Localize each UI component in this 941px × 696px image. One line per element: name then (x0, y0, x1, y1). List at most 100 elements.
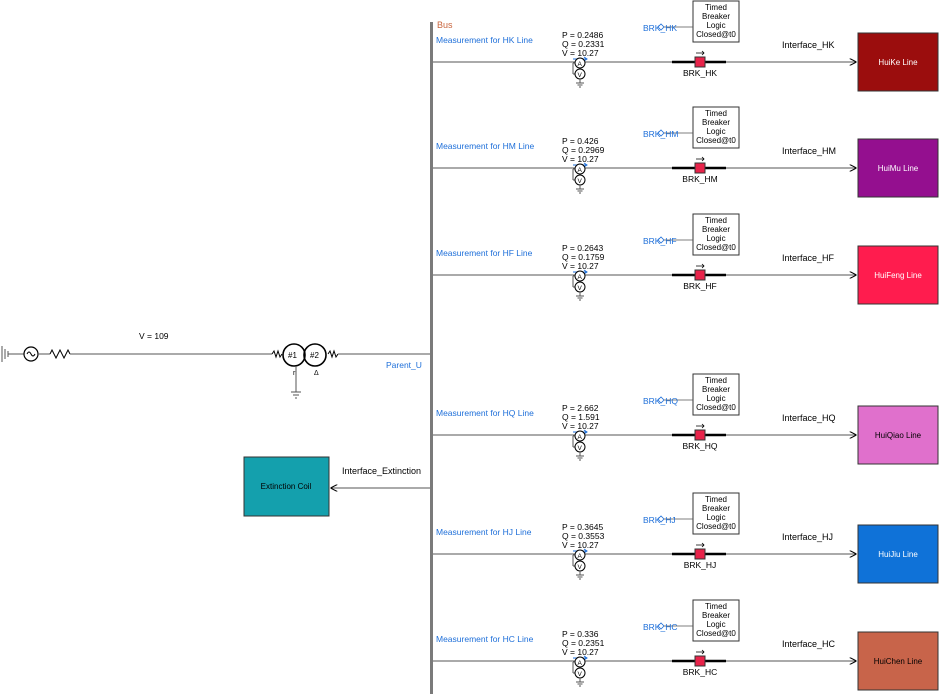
load-name: HuiJiu Line (878, 550, 918, 559)
logic-block-text: Closed@t0 (696, 629, 736, 638)
breaker-signal-label: BRK_HC (643, 622, 677, 632)
logic-block-text: Logic (706, 513, 725, 522)
p-readout: P = 2.662 (562, 403, 599, 413)
load-block[interactable] (857, 245, 939, 305)
p-readout: P = 0.3645 (562, 522, 603, 532)
measurement-label: Measurement for HQ Line (436, 408, 534, 418)
interface-label: Interface_HK (782, 40, 835, 50)
logic-block-text: Closed@t0 (696, 30, 736, 39)
q-readout: Q = 0.3553 (562, 531, 605, 541)
breaker-signal-label: BRK_HJ (643, 515, 676, 525)
breaker-icon[interactable] (694, 655, 706, 667)
breaker-control-arrow (696, 50, 705, 56)
timed-breaker-logic-block[interactable] (692, 492, 740, 535)
voltmeter-label: V (578, 178, 583, 185)
transformer-icon[interactable]: #1 #2 r Δ (271, 343, 339, 399)
breaker-name: BRK_HC (683, 667, 717, 677)
breaker-control-arrow (696, 263, 705, 269)
ammeter-label: A (578, 274, 583, 281)
interface-label: Interface_HF (782, 253, 835, 263)
breaker-control-arrow (696, 423, 705, 429)
v-readout: V = 10.27 (562, 647, 599, 657)
voltmeter-label: V (578, 445, 583, 452)
load-name: HuiQiao Line (875, 431, 922, 440)
load-block[interactable] (857, 32, 939, 92)
timed-breaker-logic-block[interactable] (692, 213, 740, 256)
logic-block-text: Logic (706, 127, 725, 136)
logic-block-text: Closed@t0 (696, 243, 736, 252)
breaker-name: BRK_HQ (683, 441, 718, 451)
transformer-w1-connection: r (293, 370, 296, 377)
v-readout: V = 10.27 (562, 261, 599, 271)
load-name: HuiFeng Line (874, 271, 922, 280)
load-block[interactable] (857, 524, 939, 584)
breaker-icon[interactable] (694, 269, 706, 281)
timed-breaker-logic-block[interactable] (692, 599, 740, 642)
transformer-winding-2: #2 (310, 351, 319, 360)
logic-block-text: Closed@t0 (696, 136, 736, 145)
ammeter-label: A (578, 660, 583, 667)
breaker-name: BRK_HK (683, 68, 717, 78)
p-readout: P = 0.336 (562, 629, 599, 639)
logic-block-text: Closed@t0 (696, 522, 736, 531)
p-readout: P = 0.2643 (562, 243, 603, 253)
measurement-label: Measurement for HJ Line (436, 527, 532, 537)
load-block[interactable] (857, 405, 939, 465)
breaker-control-arrow (696, 649, 705, 655)
breaker-control-arrow (696, 156, 705, 162)
timed-breaker-logic-block[interactable] (692, 0, 740, 43)
logic-block-text: Logic (706, 234, 725, 243)
interface-label: Interface_HM (782, 146, 836, 156)
extinction-coil-block[interactable] (243, 456, 330, 517)
load-block[interactable] (857, 631, 939, 691)
measurement-label: Measurement for HM Line (436, 141, 535, 151)
timed-breaker-logic-block[interactable] (692, 106, 740, 149)
load-name: HuiMu Line (878, 164, 919, 173)
p-readout: P = 0.2486 (562, 30, 603, 40)
logic-block-text: Logic (706, 620, 725, 629)
logic-block-text: Breaker (702, 385, 730, 394)
v-readout: V = 10.27 (562, 421, 599, 431)
breaker-signal-label: BRK_HF (643, 236, 677, 246)
breaker-name: BRK_HF (683, 281, 717, 291)
timed-breaker-logic-block[interactable] (692, 373, 740, 416)
logic-block-text: Timed (705, 3, 727, 12)
q-readout: Q = 0.2969 (562, 145, 605, 155)
q-readout: Q = 0.2331 (562, 39, 605, 49)
voltmeter-label: V (578, 285, 583, 292)
ammeter-label: A (578, 61, 583, 68)
v-readout: V = 10.27 (562, 154, 599, 164)
measurement-label: Measurement for HK Line (436, 35, 533, 45)
logic-block-text: Timed (705, 109, 727, 118)
parent-u-label: Parent_U (386, 360, 422, 370)
breaker-icon[interactable] (694, 548, 706, 560)
source-resistor-icon[interactable] (49, 348, 71, 360)
p-readout: P = 0.426 (562, 136, 599, 146)
transformer-w2-connection: Δ (314, 370, 319, 377)
breaker-icon[interactable] (694, 429, 706, 441)
logic-block-text: Logic (706, 21, 725, 30)
q-readout: Q = 0.1759 (562, 252, 605, 262)
source-voltage-readout: V = 109 (139, 331, 169, 341)
logic-block-text: Timed (705, 216, 727, 225)
load-block[interactable] (857, 138, 939, 198)
breaker-icon[interactable] (694, 56, 706, 68)
main-bus-bar[interactable] (430, 22, 433, 694)
q-readout: Q = 0.2351 (562, 638, 605, 648)
measurement-label: Measurement for HF Line (436, 248, 533, 258)
logic-block-text: Breaker (702, 611, 730, 620)
breaker-icon[interactable] (694, 162, 706, 174)
logic-block-text: Timed (705, 495, 727, 504)
voltmeter-label: V (578, 564, 583, 571)
interface-label: Interface_HQ (782, 413, 836, 423)
breaker-signal-label: BRK_HK (643, 23, 677, 33)
breaker-name: BRK_HM (682, 174, 717, 184)
interface-label: Interface_HJ (782, 532, 833, 542)
